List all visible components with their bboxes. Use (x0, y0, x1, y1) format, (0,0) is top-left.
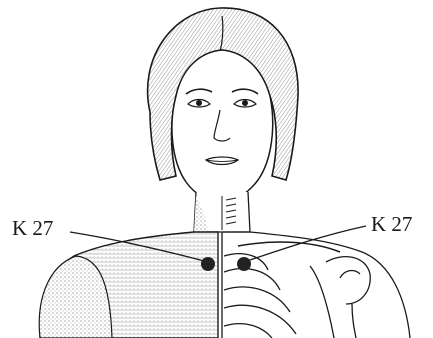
face (172, 50, 273, 202)
neck (194, 192, 250, 232)
left-acupoint-dot (201, 257, 215, 271)
right-acupoint-dot (237, 257, 251, 271)
right-torso (222, 232, 410, 338)
right-point-label: K 27 (371, 214, 412, 235)
left-torso (39, 232, 218, 338)
left-point-label: K 27 (12, 218, 53, 239)
